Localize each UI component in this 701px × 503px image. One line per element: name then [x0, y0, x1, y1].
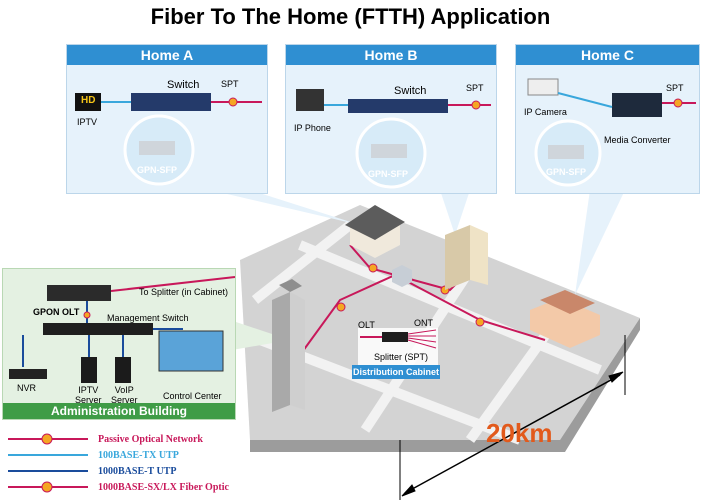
- legend-fiber: 1000BASE-SX/LX Fiber Optic: [98, 482, 229, 493]
- distribution-cabinet-label: Distribution Cabinet: [352, 365, 440, 379]
- home-b-endpoint: IP Phone: [294, 123, 331, 133]
- home-c-sfp: GPN-SFP: [546, 167, 587, 177]
- home-b-device: Switch: [394, 85, 427, 97]
- home-b-spt: SPT: [466, 83, 484, 93]
- cabinet-ont: ONT: [414, 318, 433, 328]
- admin-graphic: [9, 276, 235, 383]
- home-b-header: Home B: [286, 45, 496, 65]
- home-c-panel: Home C SPT IP Camera Media Converter GPN…: [515, 44, 700, 194]
- cabinet-olt: OLT: [358, 320, 375, 330]
- pointer-home-c: [575, 190, 625, 295]
- iptv-server-label: IPTV Server: [75, 385, 102, 405]
- switch-icon: [348, 99, 448, 113]
- home-c-device: Media Converter: [604, 135, 671, 145]
- nvr-label: NVR: [17, 383, 37, 393]
- tv-icon: [75, 93, 101, 111]
- home-a-panel: Home A HD Switch SPT IPTV GPN-SFP: [66, 44, 268, 194]
- cabinet-splitter: Splitter (SPT): [374, 352, 429, 362]
- voip-server-label: VoIP Server: [111, 385, 138, 405]
- olt-label: GPON OLT: [33, 307, 80, 317]
- mgmt-switch-icon: [43, 323, 153, 335]
- admin-panel: To Splitter (in Cabinet) GPON OLT Manage…: [2, 268, 236, 420]
- distance-indicator: [399, 335, 626, 500]
- sfp-icon: [371, 144, 407, 158]
- home-a-spt: SPT: [221, 79, 239, 89]
- home-c-header: Home C: [516, 45, 699, 65]
- pointer-home-a: [210, 190, 360, 225]
- building-b: [445, 225, 488, 290]
- media-converter-icon: [612, 93, 662, 117]
- iptv-server-icon: [81, 357, 97, 383]
- olt-icon: [47, 285, 111, 301]
- legend-1000base-t: 1000BASE-T UTP: [98, 466, 177, 477]
- home-a-sfp: GPN-SFP: [137, 165, 178, 175]
- home-b-graphic: [296, 89, 491, 189]
- voip-server-icon: [115, 357, 131, 383]
- mgmt-switch-label: Management Switch: [107, 313, 189, 323]
- home-a-endpoint: IPTV: [77, 117, 98, 127]
- street-cabinet: [392, 265, 412, 287]
- legend-pon: Passive Optical Network: [98, 434, 203, 445]
- skyscraper: [272, 279, 305, 412]
- sfp-icon: [548, 145, 584, 159]
- house-a: [345, 205, 405, 258]
- home-b-panel: Home B Switch SPT IP Phone GPN-SFP: [285, 44, 497, 194]
- sfp-icon: [139, 141, 175, 155]
- camera-icon: [527, 78, 559, 96]
- control-center-icon: [158, 330, 224, 372]
- home-a-device: Switch: [167, 79, 200, 91]
- home-c-graphic: [527, 78, 696, 187]
- distance-label: 20km: [486, 418, 553, 448]
- control-center-label: Control Center: [163, 391, 222, 401]
- tv-brand: HD: [81, 95, 96, 106]
- nvr-icon: [9, 369, 47, 379]
- legend-lines: [8, 433, 88, 493]
- to-splitter-label: To Splitter (in Cabinet): [139, 287, 229, 297]
- admin-footer: Administration Building: [3, 403, 235, 419]
- pointer-home-b: [440, 190, 470, 235]
- home-c-endpoint: IP Camera: [524, 107, 567, 117]
- page-title: Fiber To The Home (FTTH) Application: [150, 4, 551, 29]
- legend-100base: 100BASE-TX UTP: [98, 450, 179, 461]
- home-a-graphic: [75, 93, 262, 186]
- home-c-spt: SPT: [666, 83, 684, 93]
- switch-icon: [131, 93, 211, 111]
- home-a-header: Home A: [67, 45, 267, 65]
- home-b-sfp: GPN-SFP: [368, 169, 409, 179]
- house-c: [530, 290, 600, 348]
- phone-icon: [296, 89, 324, 111]
